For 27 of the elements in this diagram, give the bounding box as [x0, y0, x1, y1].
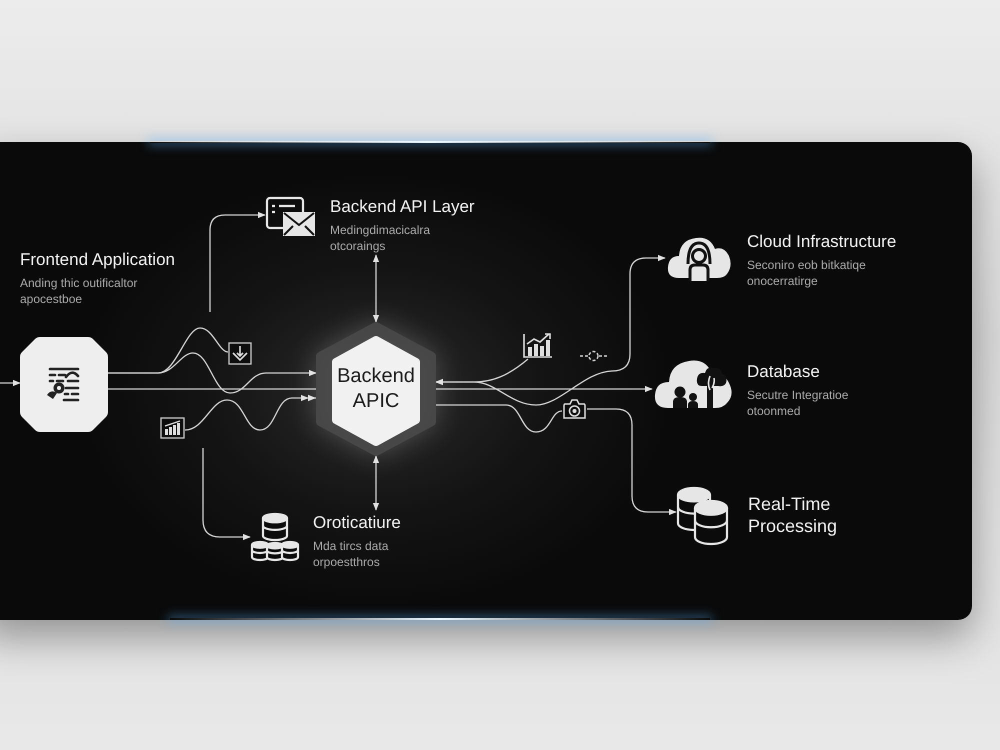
node-description: Secutre Integratioe otoonmed: [747, 388, 850, 420]
arrow: [209, 212, 266, 312]
arrow: [372, 455, 380, 511]
arrow: [0, 380, 21, 386]
arrow: [587, 408, 677, 516]
bar-chart-icon: [522, 332, 553, 359]
arrow: [202, 448, 251, 540]
node-description: Mda tircs data orpoestthros: [313, 539, 390, 571]
node-title: Cloud Infrastructure: [747, 232, 897, 252]
node-title: Database: [747, 362, 821, 382]
arrow: [435, 254, 666, 406]
node-description: Anding thic outificaltor apocestboe: [20, 276, 138, 308]
arrow: [108, 352, 317, 394]
hexagon-node: [316, 322, 436, 456]
node-title: Backend APIC: [336, 364, 416, 414]
node-description: Seconiro eob bitkatiqe onocerratirge: [747, 258, 867, 290]
node-title: Real-Time Processing: [748, 494, 838, 538]
check-icon: [228, 342, 252, 365]
arrow: [372, 254, 380, 323]
connector-line: [436, 404, 562, 433]
node-description: Medingdimacicalra otcoraings: [330, 223, 432, 255]
connector-line: [108, 388, 316, 390]
node-title: Oroticatiure: [313, 513, 402, 534]
node-title: Backend API Layer: [330, 197, 475, 218]
node-title: Frontend Application: [20, 250, 176, 270]
bar-chart-icon: [160, 417, 185, 439]
arrow: [436, 386, 653, 392]
